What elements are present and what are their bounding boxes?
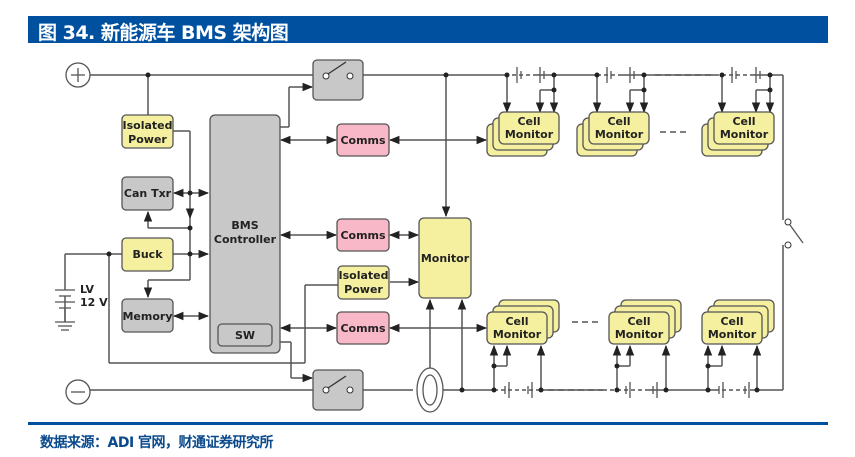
- voltage-label: 12 V: [80, 296, 108, 309]
- service-disconnect-switch: [784, 218, 804, 249]
- cell-monitor-label: Monitor: [493, 328, 542, 341]
- svg-text:Can Txr: Can Txr: [124, 187, 172, 200]
- comms-block-top: Comms: [336, 123, 390, 157]
- svg-text:Buck: Buck: [132, 248, 163, 261]
- comms-block-bottom: Comms: [336, 311, 390, 345]
- figure-title: 图 34. 新能源车 BMS 架构图: [38, 22, 289, 44]
- svg-text:Controller: Controller: [214, 233, 277, 246]
- svg-text:BMS: BMS: [231, 219, 258, 232]
- bms-controller-block: BMS Controller SW: [209, 114, 281, 354]
- svg-text:Comms: Comms: [340, 322, 386, 335]
- positive-terminal: [65, 62, 91, 88]
- cell-monitor-label: Monitor: [615, 328, 664, 341]
- buck-block: Buck: [121, 237, 174, 272]
- cell-monitor-label: Cell: [607, 115, 630, 128]
- isolated-power-block-mid: Isolated Power: [337, 265, 390, 300]
- cell-monitor-label: Cell: [517, 115, 540, 128]
- current-sensor-icon: [416, 367, 444, 413]
- svg-text:Power: Power: [128, 133, 167, 146]
- bottom-contactor-switch: [312, 369, 364, 411]
- svg-text:Comms: Comms: [340, 229, 386, 242]
- svg-text:Memory: Memory: [122, 310, 172, 323]
- svg-text:Comms: Comms: [340, 134, 386, 147]
- negative-terminal: [65, 379, 91, 405]
- battery-cells: [504, 67, 761, 398]
- monitor-block: Monitor: [418, 217, 472, 299]
- cell-monitor-label: Cell: [720, 315, 743, 328]
- source-note: 数据来源：ADI 官网，财通证券研究所: [40, 435, 274, 451]
- svg-text:Isolated: Isolated: [123, 119, 173, 132]
- memory-block: Memory: [121, 298, 174, 333]
- svg-text:SW: SW: [235, 329, 255, 342]
- isolated-power-block-top: Isolated Power: [121, 114, 174, 149]
- cell-monitor-label: Cell: [627, 315, 650, 328]
- junction-dots: [106, 72, 773, 393]
- cell-monitor-label: Monitor: [595, 128, 644, 141]
- cell-monitor-stacks: CellMonitorCellMonitorCellMonitorCellMon…: [486, 111, 775, 345]
- svg-text:Isolated: Isolated: [339, 269, 389, 282]
- cell-monitor-label: Monitor: [708, 328, 757, 341]
- bms-architecture-diagram: LV 12 V Isolated Power Can Txr Buck Memo…: [55, 59, 804, 413]
- cell-monitor-label: Monitor: [505, 128, 554, 141]
- lv-battery-icon: [55, 289, 75, 331]
- bottom-divider: [28, 422, 828, 425]
- cell-monitor-label: Cell: [505, 315, 528, 328]
- figure-title-bar: 图 34. 新能源车 BMS 架构图: [28, 16, 828, 44]
- sw-block: [217, 323, 273, 347]
- comms-block-mid: Comms: [336, 218, 390, 252]
- lv-label: LV: [80, 283, 94, 296]
- svg-text:Monitor: Monitor: [421, 252, 470, 265]
- cell-monitor-label: Monitor: [720, 128, 769, 141]
- svg-text:Power: Power: [344, 283, 383, 296]
- can-txr-block: Can Txr: [121, 176, 174, 211]
- top-contactor-switch: [312, 59, 364, 101]
- cell-monitor-label: Cell: [732, 115, 755, 128]
- wiring: [64, 74, 784, 391]
